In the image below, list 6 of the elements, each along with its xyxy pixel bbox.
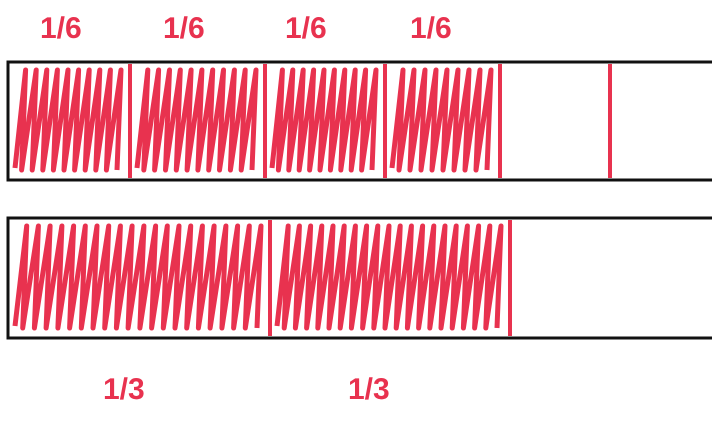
fraction-label: 1/3 xyxy=(348,375,390,405)
fraction-label: 1/6 xyxy=(410,14,452,44)
fraction-label: 1/6 xyxy=(40,14,82,44)
fraction-label: 1/3 xyxy=(103,375,145,405)
fraction-label: 1/6 xyxy=(285,14,327,44)
fraction-label: 1/6 xyxy=(163,14,205,44)
